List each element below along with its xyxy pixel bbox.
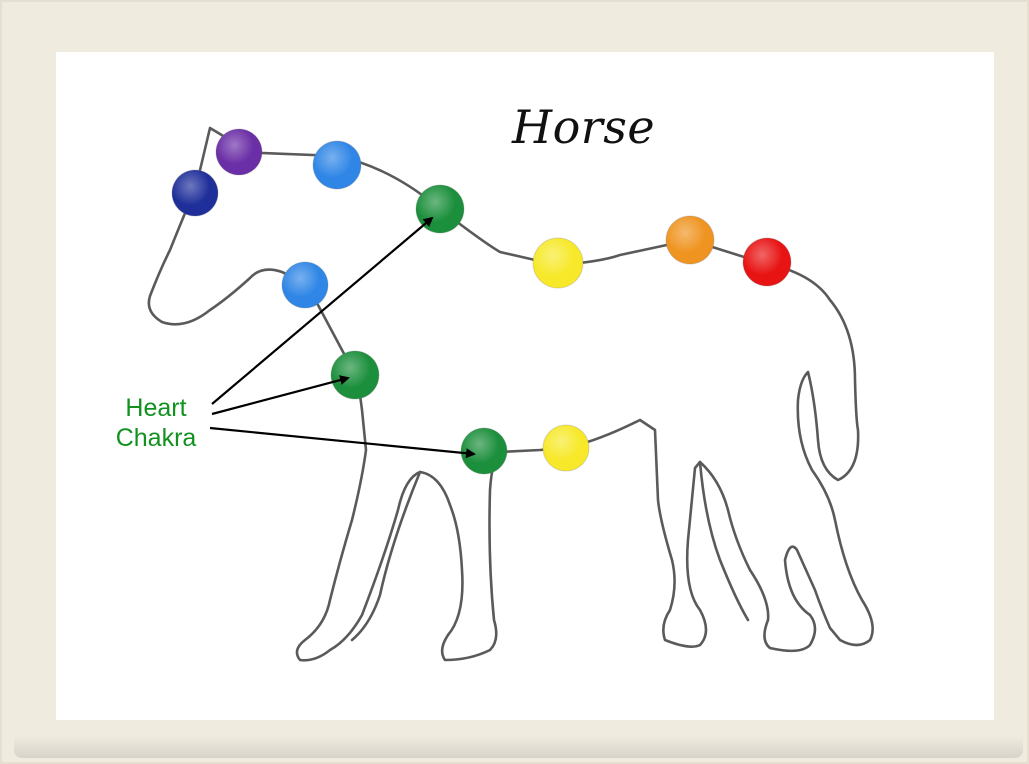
arrow-to-back-heart bbox=[211, 216, 434, 405]
chakra-dot-crown bbox=[215, 128, 263, 176]
heart-chakra-label-line1: Heart bbox=[125, 394, 187, 422]
diagram-title: Horse bbox=[512, 100, 656, 154]
chakra-dot-throat-lower bbox=[281, 261, 329, 309]
chakra-dot-sacral bbox=[665, 215, 715, 265]
annotation-arrows bbox=[209, 216, 476, 459]
heart-chakra-label: Heart Chakra bbox=[96, 393, 216, 453]
chakra-dot-solar-plexus-belly bbox=[542, 424, 590, 472]
hind-leg-inner-line bbox=[698, 460, 750, 622]
chakra-dot-third-eye bbox=[171, 169, 219, 217]
chakra-dot-heart-chest bbox=[330, 350, 380, 400]
chakra-dot-root bbox=[742, 237, 792, 287]
arrow-to-belly-heart bbox=[209, 426, 476, 459]
photo-background bbox=[56, 52, 994, 720]
horse-outline bbox=[147, 126, 874, 662]
chakra-dot-heart-belly bbox=[460, 427, 508, 475]
chakra-dot-throat bbox=[312, 140, 362, 190]
front-leg-inner-line bbox=[350, 470, 422, 642]
horse-head-outline bbox=[147, 126, 874, 662]
heart-chakra-label-line2: Chakra bbox=[115, 424, 197, 452]
arrow-to-chest-heart bbox=[211, 375, 350, 416]
chakra-dots bbox=[171, 128, 792, 475]
chakra-dot-solar-plexus bbox=[532, 237, 584, 289]
